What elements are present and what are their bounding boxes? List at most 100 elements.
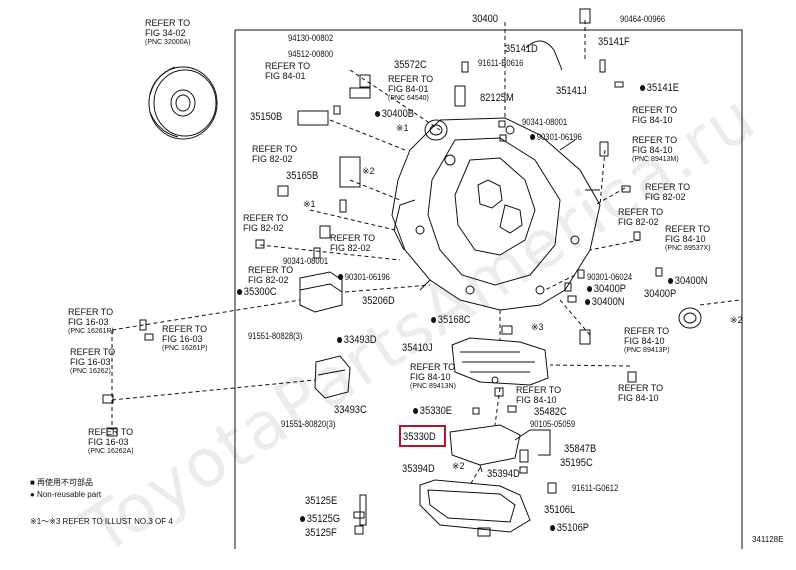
- refer-to-r-fig8410d[interactable]: REFER TO FIG 84-10(PNC 89413P): [624, 326, 670, 356]
- part-number-text: 91611-B0616: [478, 58, 524, 68]
- refer-to-text: REFER TO FIG 82-02: [618, 207, 664, 227]
- refer-to-r-fig8410e[interactable]: REFER TO FIG 84-10: [618, 383, 663, 403]
- refer-to-r-fig8410b[interactable]: REFER TO FIG 84-10(PNC 89413M): [632, 135, 679, 165]
- refer-to-r-fig8410f[interactable]: REFER TO FIG 84-10(PNC 89413N): [410, 362, 456, 392]
- part-p30400P[interactable]: 30400P: [587, 284, 626, 295]
- part-p90301a[interactable]: 90301-06196: [530, 132, 582, 142]
- non-reusable-dot-icon: [237, 289, 243, 295]
- part-p35125G[interactable]: 35125G: [300, 514, 340, 525]
- part-p91611b[interactable]: 91611-G0612: [572, 483, 618, 493]
- part-number-text: 35150B: [250, 111, 283, 123]
- part-p91611a[interactable]: 91611-B0616: [478, 58, 523, 68]
- part-p35410J[interactable]: 35410J: [402, 343, 433, 354]
- refer-to-text: REFER TO FIG 84-10: [624, 326, 670, 346]
- valve-body-drawing: [451, 337, 549, 386]
- refer-to-text: REFER TO FIG 84-10: [618, 383, 664, 403]
- refer-to-r-fig34[interactable]: REFER TO FIG 34-02(PNC 32000A): [145, 18, 191, 48]
- part-p35141D[interactable]: 35141D: [505, 43, 538, 55]
- part-number-text: 91551-80828(3): [248, 331, 303, 341]
- part-number-text: 30400P: [644, 288, 677, 300]
- part-number-text: 35141D: [505, 43, 538, 55]
- refer-to-pnc: (PNC 89413P): [624, 347, 670, 354]
- part-number-text: 35168C: [437, 314, 471, 326]
- refer-to-r-fig8202f[interactable]: REFER TO FIG 82-02: [618, 207, 663, 227]
- part-p30400Na[interactable]: 30400N: [585, 296, 625, 308]
- part-p35300C[interactable]: 35300C: [237, 287, 277, 298]
- refer-to-r-fig16d[interactable]: REFER TO FIG 16-03(PNC 16262A): [88, 427, 134, 457]
- part-p90301b[interactable]: 90301-06196: [338, 272, 390, 282]
- highlighted-part-35330D[interactable]: 35330D: [399, 425, 446, 447]
- part-p35141E[interactable]: 35141E: [640, 83, 679, 94]
- part-number-text: 35141F: [598, 36, 630, 48]
- part-p90464[interactable]: 90464-00966: [620, 14, 665, 24]
- refer-to-r-fig16a[interactable]: REFER TO FIG 16-03(PNC 16261R): [68, 307, 114, 337]
- part-p35141J[interactable]: 35141J: [556, 86, 587, 97]
- refer-to-r-fig82d[interactable]: REFER TO FIG 82-02: [248, 265, 293, 285]
- non-reusable-dot-icon: [668, 278, 674, 284]
- part-p35125E[interactable]: 35125E: [305, 496, 337, 507]
- non-reusable-dot-icon: [337, 337, 343, 343]
- part-p90301c[interactable]: 90301-06024: [587, 272, 632, 282]
- refer-to-r-fig8410a[interactable]: REFER TO FIG 84-10: [632, 105, 677, 125]
- part-p94130[interactable]: 94130-00802: [288, 33, 333, 43]
- part-p33493D[interactable]: 33493D: [337, 335, 377, 346]
- leader-lines: [111, 20, 741, 486]
- reference-marker-0: ※1: [396, 123, 409, 133]
- non-reusable-dot-icon: [431, 317, 437, 323]
- part-p35106P[interactable]: 35106P: [550, 523, 589, 534]
- part-p94512[interactable]: 94512-00800: [288, 49, 333, 59]
- part-p91551b[interactable]: 91551-80820(3): [281, 419, 335, 429]
- refer-to-pnc: (PNC 16261P): [162, 345, 208, 352]
- part-p91551a[interactable]: 91551-80828(3): [248, 331, 302, 341]
- refer-to-r-fig8202e[interactable]: REFER TO FIG 82-02: [645, 182, 690, 202]
- part-p33493C[interactable]: 33493C: [334, 405, 367, 416]
- part-p30400[interactable]: 30400: [472, 14, 498, 25]
- part-p82125M[interactable]: 82125M: [480, 93, 514, 104]
- part-p35394Da[interactable]: 35394D: [402, 464, 435, 475]
- refer-to-r-fig84a[interactable]: REFER TO FIG 84-01: [265, 61, 310, 81]
- part-p35106L[interactable]: 35106L: [544, 505, 575, 516]
- part-p90341a[interactable]: 90341-08001: [522, 117, 567, 127]
- part-p90341b[interactable]: 90341-08001: [283, 256, 328, 266]
- part-p35206D[interactable]: 35206D: [362, 296, 395, 307]
- part-p35572C[interactable]: 35572C: [394, 60, 427, 71]
- part-p30400B[interactable]: 30400B: [375, 109, 414, 120]
- part-p35482C[interactable]: 35482C: [534, 406, 567, 418]
- non-reusable-dot-icon: [338, 274, 344, 280]
- part-p35168C[interactable]: 35168C: [431, 314, 471, 326]
- refer-to-text: REFER TO FIG 84-01: [265, 61, 311, 81]
- refer-to-text: REFER TO FIG 82-02: [248, 265, 294, 285]
- part-p35847B[interactable]: 35847B: [564, 444, 596, 455]
- part-p30400N[interactable]: 30400N: [668, 276, 708, 287]
- refer-to-r-fig82a[interactable]: REFER TO FIG 82-02: [252, 144, 297, 164]
- refer-to-r-fig82c[interactable]: REFER TO FIG 82-02: [330, 233, 375, 253]
- part-p35165B[interactable]: 35165B: [286, 171, 318, 182]
- refer-to-pnc: (PNC 89537X): [665, 245, 711, 252]
- refer-to-r-fig16b[interactable]: REFER TO FIG 16-03(PNC 16261P): [162, 324, 208, 354]
- part-number-text: 30400N: [591, 296, 625, 308]
- part-p30400Pb[interactable]: 30400P: [644, 288, 677, 300]
- reference-marker-2: ※1: [303, 199, 316, 209]
- part-p35195C[interactable]: 35195C: [560, 458, 593, 469]
- refer-to-text: REFER TO FIG 82-02: [645, 182, 691, 202]
- part-p35125F[interactable]: 35125F: [305, 528, 337, 539]
- part-p35394Db[interactable]: 35394D: [487, 469, 520, 480]
- part-p90105[interactable]: 90105-05059: [530, 419, 575, 429]
- refer-to-r-fig82b[interactable]: REFER TO FIG 82-02: [243, 213, 288, 233]
- seal-30400B: [424, 119, 448, 141]
- part-p35150B[interactable]: 35150B: [250, 111, 283, 123]
- refer-to-r-fig16c[interactable]: REFER TO FIG 16-03(PNC 16262): [70, 347, 115, 377]
- part-number-text: 35330E: [419, 405, 453, 417]
- part-number-text: 94130-00802: [288, 33, 334, 43]
- refer-to-r-fig8410g[interactable]: REFER TO FIG 84-10: [516, 385, 561, 405]
- refer-to-r-fig84b[interactable]: REFER TO FIG 84-01(PNC 64540): [388, 74, 433, 104]
- non-reusable-dot-icon: [587, 286, 593, 292]
- part-p35330E[interactable]: 35330E: [413, 405, 453, 417]
- part-number-text: 35482C: [534, 406, 567, 418]
- refer-to-r-fig8410c[interactable]: REFER TO FIG 84-10(PNC 89537X): [665, 224, 711, 254]
- reference-marker-1: ※2: [362, 166, 375, 176]
- part-p35141F[interactable]: 35141F: [598, 36, 630, 48]
- refer-to-text: REFER TO FIG 16-03: [68, 307, 114, 327]
- bolts: [102, 8, 663, 535]
- oil-strainer-drawing: [449, 424, 551, 473]
